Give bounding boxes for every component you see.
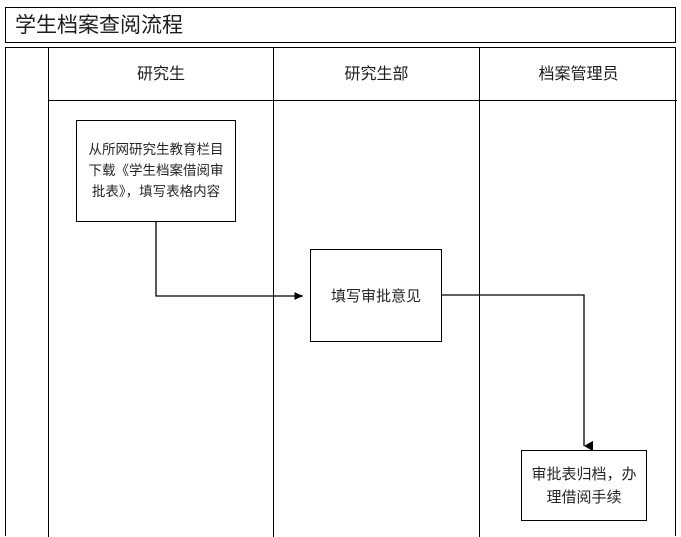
process-node-archive-and-borrow[interactable]: 审批表归档，办理借阅手续 xyxy=(521,450,647,521)
lane-header-archivist: 档案管理员 xyxy=(538,64,619,83)
lane-header-student: 研究生 xyxy=(136,64,185,83)
process-node-download-form[interactable]: 从所网研究生教育栏目下载《学生档案借阅审批表》，填写表格内容 xyxy=(76,120,236,222)
process-node-download-form-label: 从所网研究生教育栏目下载《学生档案借阅审批表》，填写表格内容 xyxy=(88,141,224,200)
chart-title-box: 学生档案查阅流程 xyxy=(5,7,676,43)
process-node-fill-approval-label: 填写审批意见 xyxy=(330,286,421,305)
lane-header-grad-office: 研究生部 xyxy=(344,64,409,83)
lane-divider-1 xyxy=(48,48,49,537)
lane-divider-2 xyxy=(273,48,274,537)
page-title: 学生档案查阅流程 xyxy=(15,13,183,37)
lane-divider-3 xyxy=(479,48,480,537)
lane-header-divider xyxy=(48,100,677,101)
process-node-archive-and-borrow-label: 审批表归档，办理借阅手续 xyxy=(531,464,637,506)
process-node-fill-approval[interactable]: 填写审批意见 xyxy=(310,249,442,342)
